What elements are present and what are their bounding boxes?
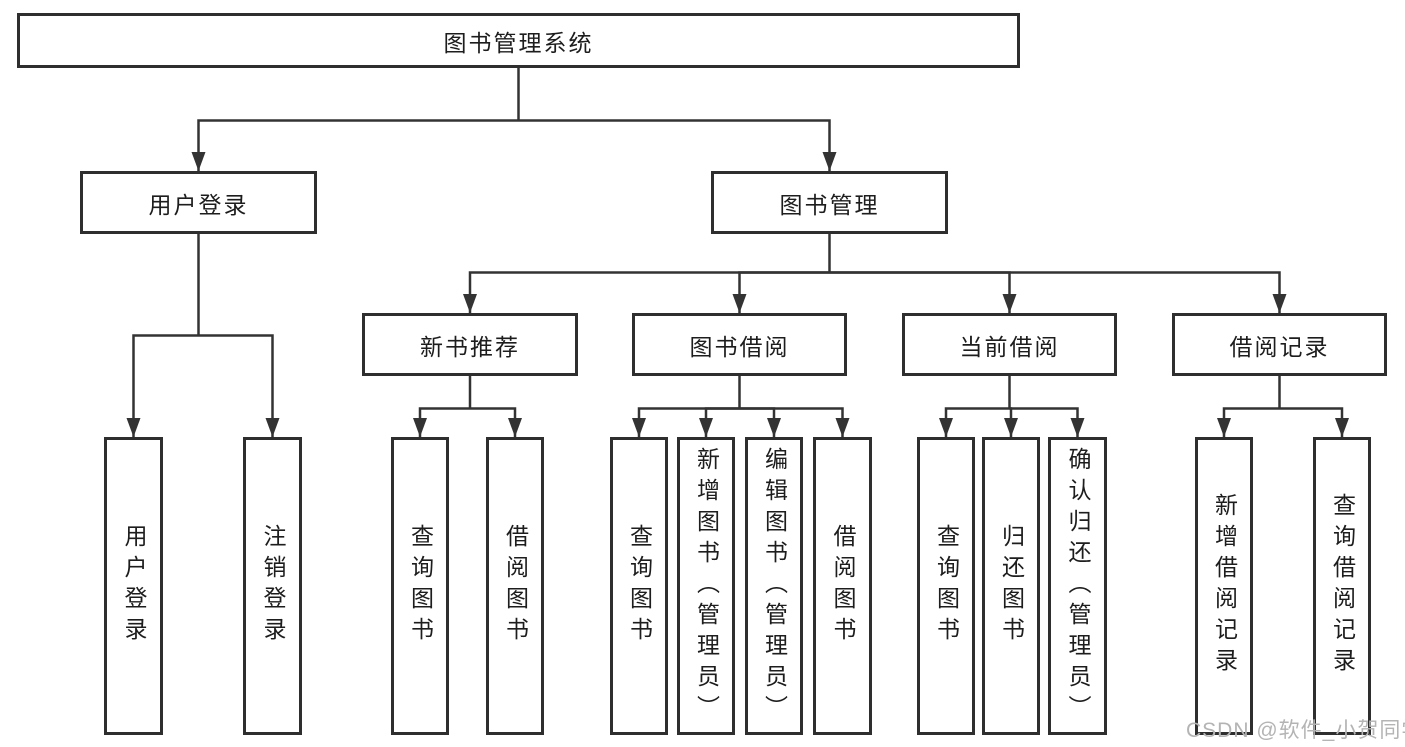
node-label: 图书借阅 bbox=[689, 333, 790, 360]
node-leaf-query-books-current: 查询图书 bbox=[917, 437, 975, 735]
node-label: 查询图书 bbox=[933, 524, 960, 648]
node-leaf-edit-book-admin: 编辑图书（管理员） bbox=[745, 437, 803, 735]
node-label: 查询图书 bbox=[626, 524, 653, 648]
node-label: 图书管理系统 bbox=[443, 29, 594, 56]
node-borrowing-records: 借阅记录 bbox=[1172, 313, 1387, 376]
node-leaf-add-borrow-record: 新增借阅记录 bbox=[1195, 437, 1253, 735]
node-label: 用户登录 bbox=[121, 524, 147, 648]
node-library-system: 图书管理系统 bbox=[17, 13, 1020, 68]
node-label: 新增借阅记录 bbox=[1211, 493, 1238, 679]
node-label: 当前借阅 bbox=[959, 333, 1060, 360]
node-book-borrowing: 图书借阅 bbox=[632, 313, 847, 376]
node-leaf-user-login: 用户登录 bbox=[104, 437, 163, 735]
node-label: 借阅图书 bbox=[502, 524, 529, 648]
node-leaf-add-book-admin: 新增图书（管理员） bbox=[677, 437, 735, 735]
node-label: 借阅记录 bbox=[1229, 333, 1330, 360]
node-leaf-query-borrow-record: 查询借阅记录 bbox=[1313, 437, 1371, 735]
node-label: 借阅图书 bbox=[830, 524, 856, 648]
node-label: 新增图书（管理员） bbox=[693, 446, 720, 726]
node-current-borrowing: 当前借阅 bbox=[902, 313, 1117, 376]
node-label: 归还图书 bbox=[998, 524, 1025, 648]
node-label: 查询借阅记录 bbox=[1329, 493, 1356, 679]
node-leaf-borrow-books-recommend: 借阅图书 bbox=[486, 437, 544, 735]
node-label: 新书推荐 bbox=[420, 333, 520, 360]
node-book-management: 图书管理 bbox=[711, 171, 948, 234]
node-leaf-logout: 注销登录 bbox=[243, 437, 302, 735]
node-leaf-return-books: 归还图书 bbox=[982, 437, 1040, 735]
node-leaf-query-books-borrowing: 查询图书 bbox=[610, 437, 668, 735]
node-leaf-borrow-books: 借阅图书 bbox=[813, 437, 872, 735]
node-label: 确认归还（管理员） bbox=[1065, 446, 1091, 726]
node-new-book-recommend: 新书推荐 bbox=[362, 313, 578, 376]
node-label: 注销登录 bbox=[260, 524, 286, 648]
node-user-login: 用户登录 bbox=[80, 171, 317, 234]
node-label: 图书管理 bbox=[779, 191, 880, 218]
node-leaf-query-books-recommend: 查询图书 bbox=[391, 437, 449, 735]
node-label: 查询图书 bbox=[407, 524, 434, 648]
node-label: 编辑图书（管理员） bbox=[761, 446, 788, 726]
node-label: 用户登录 bbox=[148, 191, 249, 218]
csdn-watermark: CSDN @软件_小贺同学 bbox=[1186, 719, 1405, 742]
node-leaf-confirm-return-admin: 确认归还（管理员） bbox=[1048, 437, 1107, 735]
